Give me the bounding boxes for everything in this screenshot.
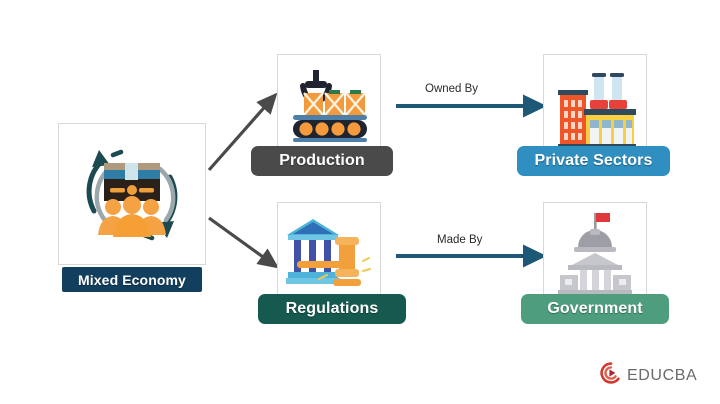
educba-logo: EDUCBA xyxy=(600,362,697,389)
regulations-card xyxy=(277,202,381,306)
mixed-economy-card xyxy=(58,123,206,265)
private-sectors-badge[interactable]: Private Sectors xyxy=(517,146,670,176)
production-badge[interactable]: Production xyxy=(251,146,393,176)
connector-label-owned-by: Owned By xyxy=(425,83,479,95)
connector-label-made-by: Made By xyxy=(437,234,483,246)
government-card xyxy=(543,202,647,306)
factory-building-icon xyxy=(544,55,646,157)
private-sectors-card xyxy=(543,54,647,158)
educba-logo-text: EDUCBA xyxy=(627,366,698,384)
conveyor-belt-factory-icon xyxy=(278,55,380,157)
capitol-building-flag-icon xyxy=(544,203,646,305)
production-card xyxy=(277,54,381,158)
regulations-badge[interactable]: Regulations xyxy=(258,294,406,324)
government-badge[interactable]: Government xyxy=(521,294,669,324)
educba-swirl-icon xyxy=(600,362,622,389)
connector-mixed-to-regulations xyxy=(208,216,280,269)
courthouse-gavel-icon xyxy=(278,203,380,305)
mixed-economy-badge[interactable]: Mixed Economy xyxy=(62,267,202,292)
recycle-arrows-board-people-icon xyxy=(59,124,205,264)
